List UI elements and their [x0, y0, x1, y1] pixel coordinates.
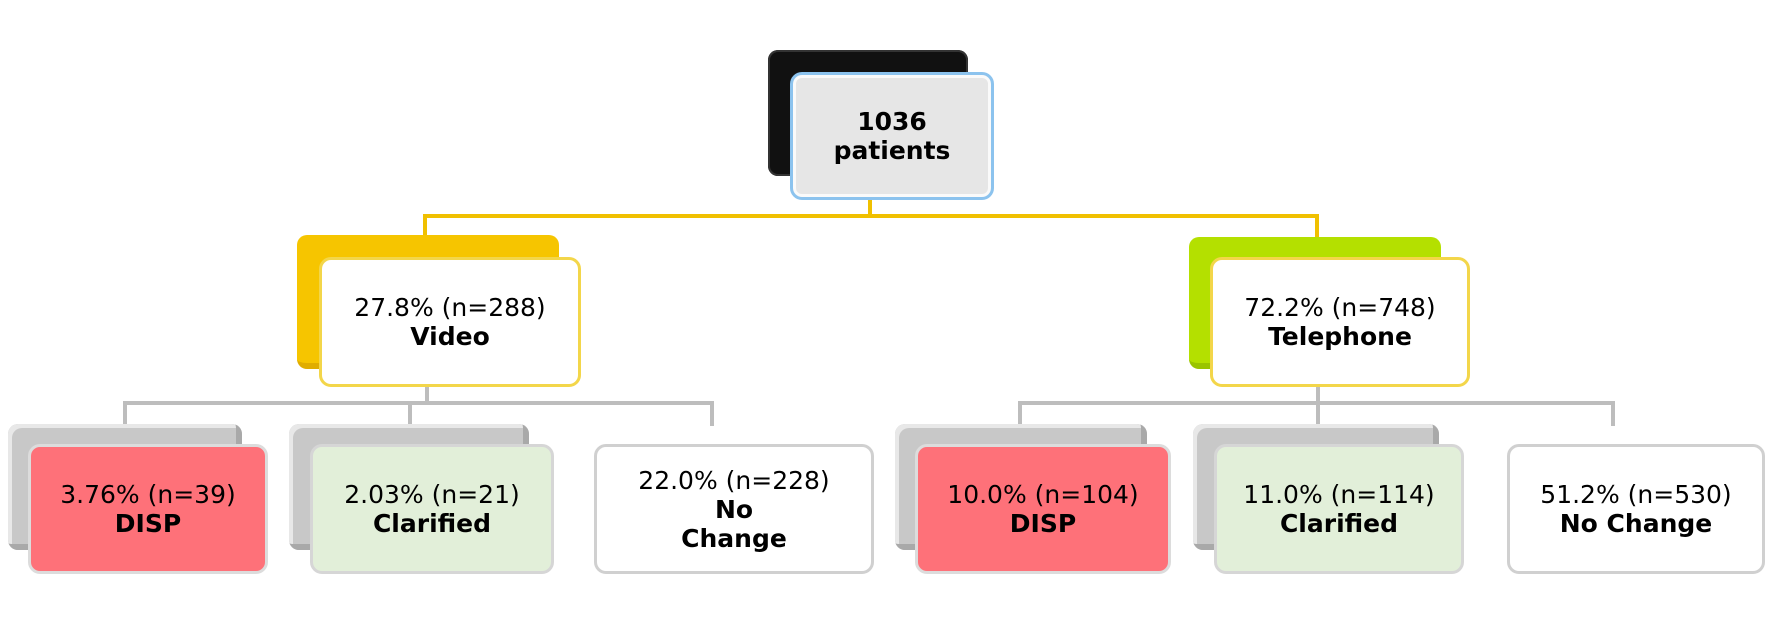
- telephone-clarified-label: Clarified: [1279, 509, 1399, 538]
- video-disp-stat: 3.76% (n=39): [60, 480, 236, 509]
- video-no-change-label-word2: Change: [681, 523, 787, 553]
- video-clarified-node: 2.03% (n=21) Clarified: [310, 444, 554, 574]
- video-no-change-label-word1: No: [714, 494, 754, 524]
- telephone-clarified-stat: 11.0% (n=114): [1243, 480, 1435, 509]
- video-stat: 27.8% (n=288): [354, 293, 546, 322]
- video-clarified-label: Clarified: [372, 509, 492, 538]
- telephone-disp-node: 10.0% (n=104) DISP: [915, 444, 1171, 574]
- video-clarified-stat: 2.03% (n=21): [344, 480, 520, 509]
- root-count: 1036: [857, 107, 927, 136]
- video-node: 27.8% (n=288) Video: [319, 257, 581, 387]
- video-no-change-stat: 22.0% (n=228): [638, 465, 830, 495]
- video-disp-label: DISP: [114, 509, 182, 538]
- root-label: patients: [833, 136, 951, 165]
- telephone-label: Telephone: [1268, 322, 1412, 351]
- telephone-disp-stat: 10.0% (n=104): [947, 480, 1139, 509]
- telephone-no-change-label: No Change: [1559, 509, 1713, 538]
- root-connector: [423, 200, 1319, 238]
- video-label: Video: [410, 322, 490, 351]
- telephone-stat: 72.2% (n=748): [1244, 293, 1436, 322]
- telephone-disp-label: DISP: [1009, 509, 1077, 538]
- telephone-clarified-node: 11.0% (n=114) Clarified: [1214, 444, 1464, 574]
- root-node: 1036 patients: [790, 72, 994, 200]
- telephone-no-change-node: 51.2% (n=530) No Change: [1507, 444, 1765, 574]
- video-connector: [123, 387, 714, 426]
- video-no-change-node: 22.0% (n=228) No Change: [594, 444, 874, 574]
- telephone-connector: [1018, 387, 1615, 426]
- telephone-node: 72.2% (n=748) Telephone: [1210, 257, 1470, 387]
- video-disp-node: 3.76% (n=39) DISP: [28, 444, 268, 574]
- telephone-no-change-stat: 51.2% (n=530): [1540, 480, 1732, 509]
